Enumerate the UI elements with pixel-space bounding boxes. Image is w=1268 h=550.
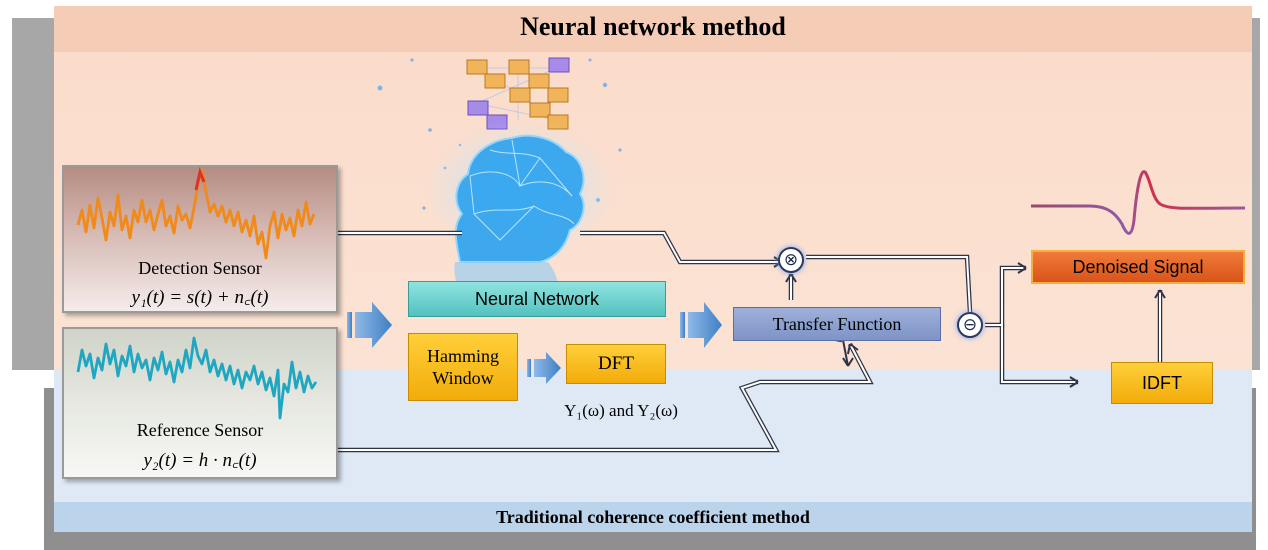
detection-sensor-label: Detection Sensor — [138, 258, 262, 278]
detection-sensor-formula: y₁(t) = s(t) + n꜀(t) — [131, 287, 269, 308]
detection-sensor-panel — [62, 165, 338, 313]
idft-block: IDFT — [1111, 362, 1213, 404]
subtract-operator-icon: ⊖ — [957, 312, 983, 338]
transfer-function-block: Transfer Function — [733, 307, 941, 341]
footer-bar — [54, 502, 1252, 532]
neural-network-block: Neural Network — [408, 281, 666, 317]
reference-sensor-formula: y₂(t) = h · n꜀(t) — [143, 450, 257, 471]
dft-block: DFT — [566, 344, 666, 384]
spectra-label: Y₁(ω) and Y₂(ω) — [564, 401, 678, 420]
hamming-window-label-line2: Window — [432, 368, 494, 388]
denoised-signal-block: Denoised Signal — [1031, 250, 1245, 284]
hamming-window-label-line1: Hamming — [427, 346, 499, 366]
flow-arrows — [347, 302, 722, 384]
denoised-signal-waveform — [1031, 170, 1246, 235]
signal-wires — [334, 230, 1166, 453]
diagram-title: Neural network method — [520, 12, 786, 41]
title-bar — [54, 6, 1252, 52]
hamming-window-block: Hamming Window — [408, 333, 518, 401]
multiply-operator-icon: ⊗ — [778, 247, 804, 273]
reference-sensor-label: Reference Sensor — [136, 420, 264, 440]
diagram-footer: Traditional coherence coefficient method — [496, 507, 810, 527]
